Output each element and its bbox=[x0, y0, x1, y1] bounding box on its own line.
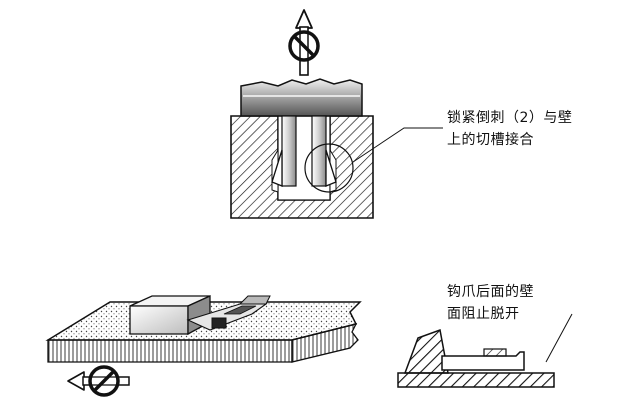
bottom-left-assembly bbox=[45, 294, 362, 397]
section-hook bbox=[441, 351, 525, 371]
callout-bottom-line-2: 面阻止脱开 bbox=[447, 306, 520, 322]
leader-line-bottom bbox=[545, 313, 573, 363]
callout-top-line-1: 锁紧倒刺（2）与壁 bbox=[447, 110, 573, 126]
callout-top: 锁紧倒刺（2）与壁 上的切槽接合 bbox=[447, 107, 572, 151]
no-pull-left-icon bbox=[67, 365, 130, 397]
top-cap-plate bbox=[240, 78, 363, 117]
bottom-right-section bbox=[397, 313, 573, 388]
callout-bottom-line-1: 钩爪后面的壁 bbox=[447, 284, 534, 300]
raised-block bbox=[129, 294, 211, 336]
callout-bottom: 钩爪后面的壁 面阻止脱开 bbox=[447, 281, 534, 325]
section-wall bbox=[403, 328, 449, 374]
leader-line-top bbox=[352, 127, 443, 163]
hook-channel bbox=[186, 295, 271, 331]
no-pull-up-icon bbox=[288, 9, 320, 76]
top-wall-block bbox=[230, 115, 374, 219]
detail-circle bbox=[304, 143, 354, 193]
top-assembly bbox=[230, 9, 443, 219]
section-base bbox=[397, 372, 555, 388]
top-snap-legs bbox=[271, 115, 337, 187]
callout-top-line-2: 上的切槽接合 bbox=[447, 132, 534, 148]
